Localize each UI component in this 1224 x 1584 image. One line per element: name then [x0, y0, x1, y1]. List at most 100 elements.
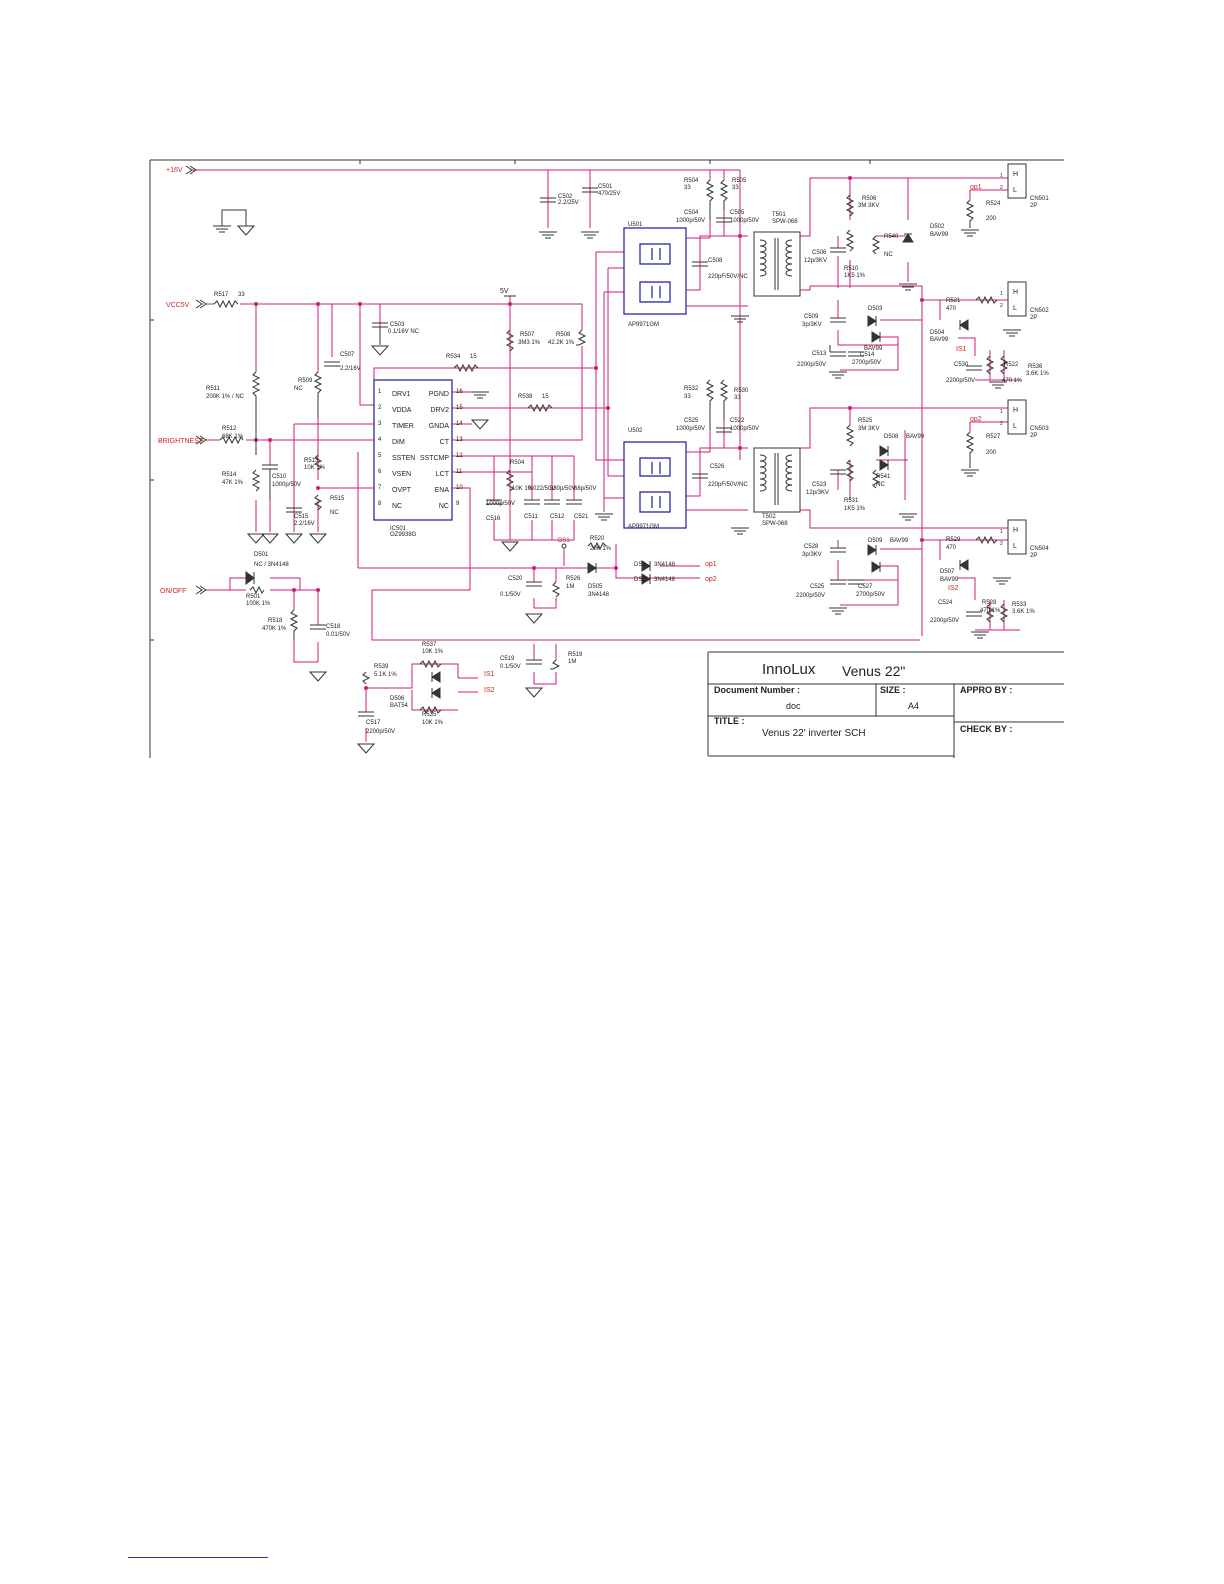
- connector-pin-letter: 1: [1000, 291, 1003, 297]
- connector-pins-2: 2P: [1030, 315, 1037, 321]
- component-label-r525v: 3M 3KV: [858, 426, 879, 432]
- ic-pin-num: 2: [378, 405, 382, 411]
- component-label-d506: D506: [390, 696, 405, 702]
- connector-pin-letter: 2: [1000, 541, 1003, 547]
- transformer-part-1: SPW-068: [772, 219, 798, 225]
- components: [213, 163, 1027, 717]
- component-label-c525: C525: [684, 418, 699, 424]
- component-label-r515v: NC: [330, 510, 339, 516]
- component-label-c518: C518: [326, 624, 341, 630]
- component-labels: C5022.2/25VC501470/25VR50433R50533C50410…: [206, 178, 1049, 735]
- component-label-c527: C527: [858, 584, 873, 590]
- ic-part: OZ9938G: [390, 532, 417, 538]
- component-label-r526: R526: [566, 576, 581, 582]
- component-label-c521v: 68p/50V: [574, 486, 596, 492]
- component-label-d507: D507: [940, 569, 955, 575]
- component-label-c516v: 1000p/50V: [486, 501, 515, 507]
- component-label-c522v: 1000p/50V: [730, 426, 759, 432]
- connector-pin-letter: 1: [1000, 173, 1003, 179]
- component-label-c526v: 220pF/50V/NC: [708, 482, 748, 488]
- component-label-r514v: 47K 1%: [222, 480, 244, 486]
- component-label-c525bv: 2200p/50V: [796, 593, 825, 599]
- ic-pin-num: 7: [378, 485, 382, 491]
- component-label-d505: D505: [588, 584, 603, 590]
- component-label-c523: C523: [812, 482, 827, 488]
- size-label: SIZE :: [880, 685, 906, 695]
- component-label-r525: R525: [858, 418, 873, 424]
- ic-ref: IC501: [390, 526, 407, 532]
- component-label-d509: D509: [868, 538, 883, 544]
- component-label-r536: R536: [1028, 364, 1043, 370]
- net-label-vin: +16V: [166, 167, 183, 174]
- component-label-c519v: 0.1/50V: [500, 664, 521, 670]
- component-label-r507v: 3M3 1%: [518, 340, 541, 346]
- port-arrows: [185, 165, 207, 595]
- component-label-c512v: 330p/50V: [550, 486, 576, 492]
- component-label-r533: R533: [1012, 602, 1027, 608]
- mosfet-ref-1: U501: [628, 222, 643, 228]
- net-is1-cn502: IS1: [956, 346, 967, 353]
- connector-pin-letter: 2: [1000, 421, 1003, 427]
- component-label-c502: C502: [558, 194, 573, 200]
- connector-ref-3: CN503: [1030, 426, 1049, 432]
- component-label-c508v: 220pF/50V/NC: [708, 274, 748, 280]
- connector-pin-letter: L: [1013, 543, 1017, 550]
- component-label-r528v: 470 1%: [980, 608, 1001, 614]
- checked-label: CHECK BY :: [960, 724, 1012, 734]
- component-label-r524: R524: [986, 201, 1001, 207]
- component-label-r518v: 470K 1%: [262, 626, 287, 632]
- net-label-5v-fb: DS1: [558, 538, 570, 544]
- component-label-c526: C526: [710, 464, 725, 470]
- component-label-r538: R538: [518, 394, 533, 400]
- net-is1: IS1: [484, 671, 495, 678]
- component-label-r510: R510: [844, 266, 859, 272]
- component-label-c509: C509: [804, 314, 819, 320]
- component-label-c521: C521: [574, 514, 589, 520]
- connector-ref-4: CN504: [1030, 546, 1049, 552]
- net-op2-cn503: op2: [970, 416, 982, 423]
- company-name: InnoLux: [762, 661, 816, 678]
- component-label-c514v: 2700p/50V: [852, 360, 881, 366]
- component-label-c523v: 12p/3KV: [806, 490, 829, 496]
- net-labels: +16V VCC5V BRIGHTNESS ON/OFF op1 op2 op1…: [158, 167, 982, 694]
- component-label-r507: R507: [520, 332, 535, 338]
- ic-pin-name: VDDA: [392, 407, 412, 414]
- ic-pin-num: 11: [456, 469, 463, 475]
- ic-pin-num: 5: [378, 453, 382, 459]
- component-label-r509v: NC: [294, 386, 303, 392]
- component-label-r533v: 3.6K 1%: [1012, 609, 1035, 615]
- component-label-r501: R501: [246, 594, 261, 600]
- ic-pin-name: NC: [439, 503, 449, 510]
- component-label-r530v: 33: [734, 395, 741, 401]
- net-is2-cn504: IS2: [948, 585, 959, 592]
- component-label-c511: C511: [524, 514, 539, 520]
- component-label-r524v: 200: [986, 216, 997, 222]
- component-label-c528v: 3p/3KV: [802, 552, 822, 558]
- connector-pins-1: 2P: [1030, 203, 1037, 209]
- component-label-c519: C519: [500, 656, 515, 662]
- component-label-r518: R518: [268, 618, 283, 624]
- component-label-d501: D501: [254, 552, 269, 558]
- component-label-r505v: 33: [732, 185, 739, 191]
- net-op1: op1: [705, 561, 717, 568]
- component-label-c506v: 12p/3KV: [804, 258, 827, 264]
- ic-pin-name: CT: [440, 439, 450, 446]
- connector-pin-letter: H: [1013, 171, 1018, 178]
- ic-pin-num: 4: [378, 437, 382, 443]
- component-label-c502v: 2.2/25V: [558, 200, 579, 206]
- mosfet-part-1: AP9971GM: [628, 322, 659, 328]
- component-label-c517: C517: [366, 720, 381, 726]
- component-label-c508: C508: [708, 258, 723, 264]
- component-label-r519: R519: [568, 652, 583, 658]
- net-is2: IS2: [484, 687, 495, 694]
- net-label-onoff: ON/OFF: [160, 588, 186, 595]
- connector-pin-letter: 1: [1000, 529, 1003, 535]
- component-label-r527v: 200: [986, 450, 997, 456]
- mosfet-part-2: AP9971GM: [628, 524, 659, 530]
- component-label-r501v: 100K 1%: [246, 601, 271, 607]
- doc-number-label: Document Number :: [714, 685, 800, 695]
- component-label-r505: R505: [732, 178, 747, 184]
- net-op1-cn501: op1: [970, 184, 982, 191]
